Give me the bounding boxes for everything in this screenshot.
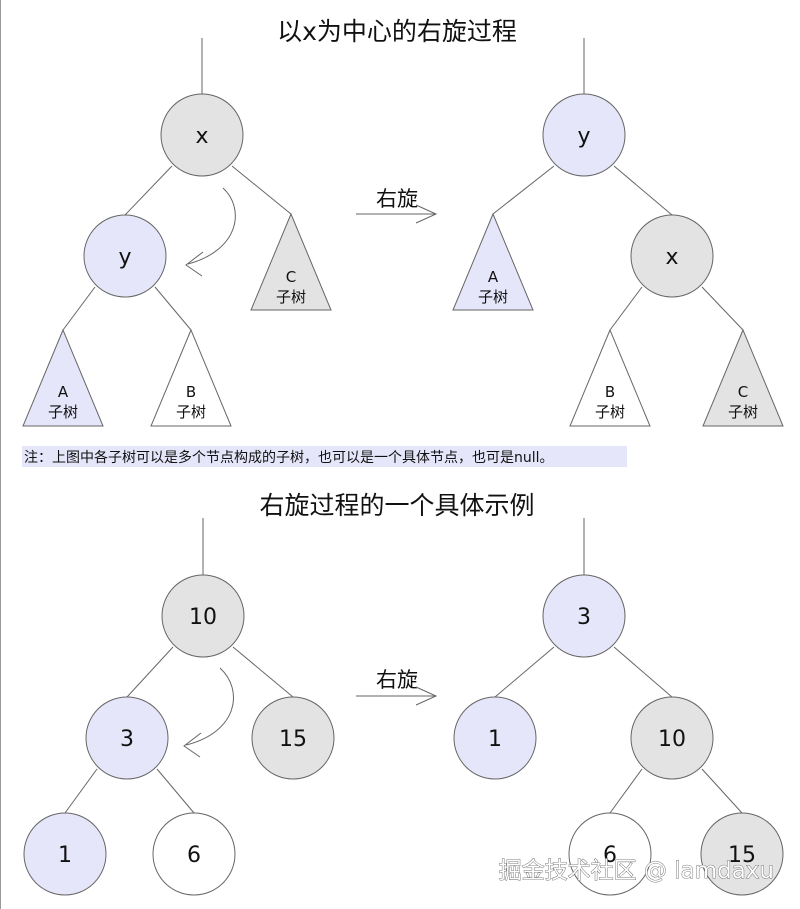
node-15-after (700, 812, 784, 896)
node-3-after (542, 574, 626, 658)
subtree-a-after-letter: A (488, 268, 499, 286)
bottom-title: 右旋过程的一个具体示例 (259, 491, 534, 520)
subtree-a-after-word: 子树 (478, 288, 508, 306)
subtree-a (22, 328, 104, 427)
subtree-c-after (702, 328, 784, 427)
node-1-after-label: 1 (488, 727, 502, 752)
rotation-curve-icon-2 (185, 667, 234, 746)
node-10-after (630, 696, 714, 780)
right-arrow-icon-2 (356, 686, 438, 706)
node-15-label: 15 (279, 727, 307, 752)
subtree-a-letter: A (58, 383, 69, 401)
subtree-b-after-letter: B (605, 383, 615, 401)
node-10-label: 10 (189, 605, 217, 630)
node-y (83, 214, 167, 298)
node-x-after-label: x (665, 245, 678, 270)
node-x-after (630, 214, 714, 298)
subtree-c-word: 子树 (276, 288, 306, 306)
rotation-curve-icon (187, 187, 236, 265)
node-15 (251, 696, 335, 780)
bottom-after-edges (494, 518, 743, 814)
subtree-a-after (452, 212, 534, 311)
note-text: 注：上图中各子树可以是多个节点构成的子树，也可以是一个具体节点，也可是null。 (24, 449, 554, 466)
node-1-after (453, 696, 537, 780)
node-15-after-label: 15 (728, 843, 756, 868)
bottom-before-edges (64, 518, 294, 814)
subtree-b-after (569, 328, 651, 427)
node-6-after (568, 812, 652, 896)
subtree-b-after-word: 子树 (595, 403, 625, 421)
watermark: 掘金技术社区 @ lamdaxu (499, 858, 774, 884)
node-y-label: y (118, 245, 131, 270)
node-6-after-label: 6 (603, 843, 617, 868)
bottom-rotate-label: 右旋 (376, 668, 418, 692)
subtree-b (150, 328, 232, 427)
node-10 (161, 574, 245, 658)
right-arrow-icon (356, 204, 438, 224)
subtree-c-letter: C (286, 268, 296, 286)
node-3-after-label: 3 (577, 605, 591, 630)
node-y-after (542, 93, 626, 177)
top-rotate-label: 右旋 (376, 187, 418, 211)
top-title: 以x为中心的右旋过程 (277, 17, 517, 46)
node-3-label: 3 (120, 727, 134, 752)
node-x-label: x (195, 124, 208, 149)
subtree-b-word: 子树 (176, 403, 206, 421)
top-after-edges (492, 38, 744, 331)
subtree-c-after-letter: C (738, 383, 748, 401)
subtree-a-word: 子树 (48, 403, 78, 421)
subtree-b-letter: B (186, 383, 196, 401)
note-background (22, 446, 627, 467)
node-3 (85, 696, 169, 780)
top-before-edges (62, 38, 292, 331)
node-10-after-label: 10 (658, 727, 686, 752)
subtree-c (250, 212, 332, 311)
node-6 (152, 812, 236, 896)
node-y-after-label: y (577, 124, 590, 149)
node-6-label: 6 (187, 843, 201, 868)
node-1 (23, 812, 107, 896)
node-x (160, 93, 244, 177)
node-1-label: 1 (58, 843, 72, 868)
subtree-c-after-word: 子树 (728, 403, 758, 421)
